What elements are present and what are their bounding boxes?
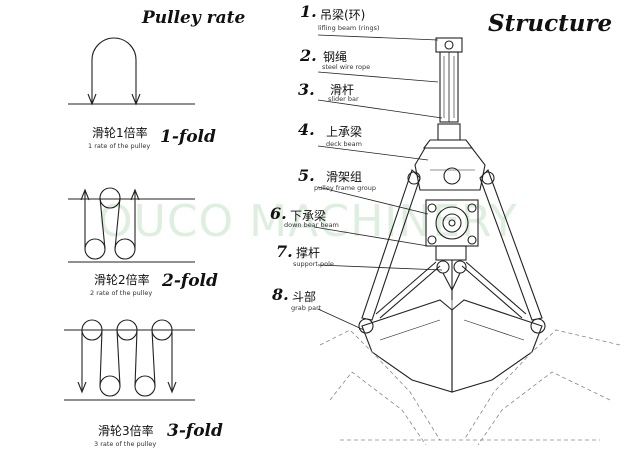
part-2-zh: 钢绳 <box>323 50 348 64</box>
part-4-zh: 上承梁 <box>326 125 363 139</box>
rate-3-fold: 3-fold <box>167 421 223 441</box>
part-5-number: 5. <box>298 166 315 185</box>
part-8-zh: 斗部 <box>292 290 317 304</box>
part-2-number: 2. <box>300 46 317 65</box>
pulley-diagram-2-fold <box>68 187 195 263</box>
part-6-en: down bear beam <box>284 221 339 229</box>
part-4-en: deck beam <box>326 140 362 148</box>
rate-1-fold: 1-fold <box>160 127 216 147</box>
part-6-number: 6. <box>270 204 287 223</box>
part-5-zh: 滑架组 <box>326 170 363 184</box>
pulley-rate-title: Pulley rate <box>142 8 246 28</box>
part-8-en: grab part <box>291 304 322 312</box>
rate-3-en: 3 rate of the pulley <box>94 440 157 448</box>
part-3-number: 3. <box>298 80 315 99</box>
part-1-number: 1. <box>300 2 317 21</box>
rate-1-en: 1 rate of the pulley <box>88 142 151 150</box>
part-3-zh: 滑杆 <box>330 83 355 97</box>
rate-3-zh: 滑轮3倍率 <box>98 424 154 438</box>
grab-open-outline <box>319 329 621 446</box>
rate-2-zh: 滑轮2倍率 <box>94 273 150 287</box>
rate-2-fold: 2-fold <box>162 271 218 291</box>
structure-title: Structure <box>488 10 613 37</box>
part-7-en: support pole <box>293 260 334 268</box>
rate-1-zh: 滑轮1倍率 <box>92 126 148 140</box>
part-6-zh: 下承梁 <box>290 209 327 223</box>
grab-structure-drawing <box>358 37 546 393</box>
pulley-diagram-1-fold <box>68 37 195 106</box>
leader-lines <box>313 34 443 331</box>
part-8-number: 8. <box>272 285 289 304</box>
part-1-en: lifling beam (rings) <box>318 24 380 32</box>
part-4-number: 4. <box>298 120 315 139</box>
part-3-en: slider bar <box>328 95 359 103</box>
part-7-zh: 撑杆 <box>296 246 321 260</box>
rate-2-en: 2 rate of the pulley <box>90 289 153 297</box>
part-5-en: pulley frame group <box>314 184 376 192</box>
part-7-number: 7. <box>276 242 293 261</box>
part-2-en: steel wire rope <box>322 63 371 71</box>
part-1-zh: 吊梁(环) <box>320 8 366 22</box>
pulley-diagram-3-fold <box>64 319 195 401</box>
